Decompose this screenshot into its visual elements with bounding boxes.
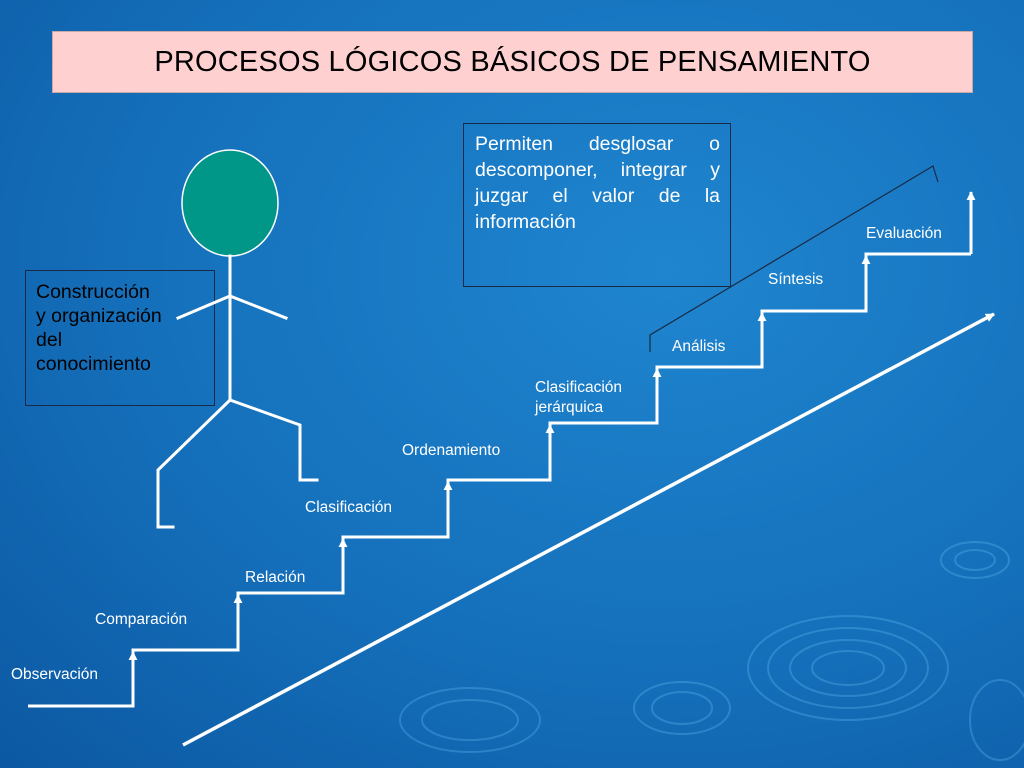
riser-arrows <box>128 191 976 680</box>
step-label-analisis: Análisis <box>672 338 726 355</box>
bracket-line <box>649 165 939 352</box>
description-text: Permiten desglosar o descomponer, integr… <box>475 133 720 233</box>
construction-text: Construcción y organización del conocimi… <box>36 281 162 375</box>
title-banner: PROCESOS LÓGICOS BÁSICOS DE PENSAMIENTO <box>52 31 973 93</box>
step-label-sintesis: Síntesis <box>768 271 824 288</box>
stick-figure <box>156 149 319 529</box>
description-box: Permiten desglosar o descomponer, integr… <box>463 123 731 287</box>
page-title: PROCESOS LÓGICOS BÁSICOS DE PENSAMIENTO <box>154 45 871 78</box>
step-label-clasificacion: Clasificación <box>305 499 393 516</box>
step-label-observacion: Observación <box>11 666 99 683</box>
staircase-line <box>28 252 971 708</box>
step-label-relacion: Relación <box>245 569 306 586</box>
construction-box: Construcción y organización del conocimi… <box>25 270 215 406</box>
step-label-evaluacion: Evaluación <box>866 225 942 242</box>
step-label-ordenamiento: Ordenamiento <box>402 442 501 459</box>
leg-left <box>156 397 233 529</box>
arm-left <box>176 294 232 320</box>
leg-right <box>228 398 319 482</box>
step-label-clasificacion-jerarquica: Clasificación jerárquica <box>535 379 623 416</box>
arm-right <box>228 294 288 320</box>
head-circle <box>181 149 279 257</box>
progress-arrow <box>182 312 995 747</box>
step-label-comparacion: Comparación <box>95 611 188 628</box>
